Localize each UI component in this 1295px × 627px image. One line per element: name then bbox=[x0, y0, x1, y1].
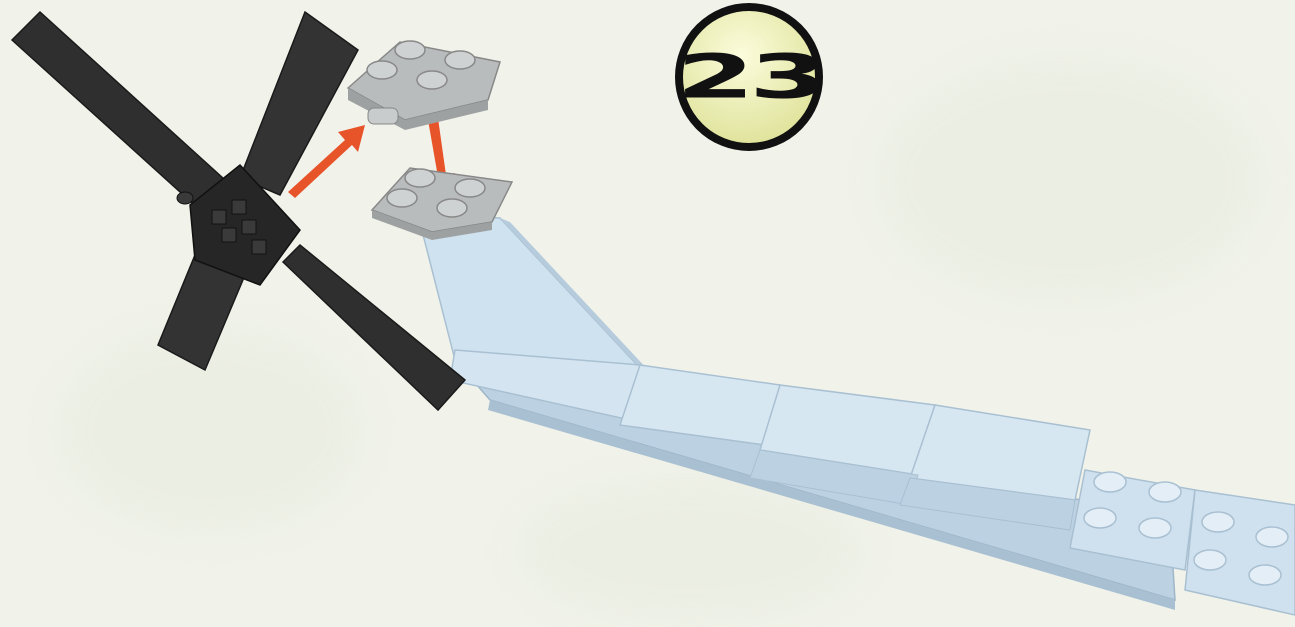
step-number-badge: 23 bbox=[674, 2, 824, 152]
step-number: 23 bbox=[640, 19, 858, 136]
plate bbox=[372, 168, 512, 240]
tail-boom bbox=[418, 215, 1295, 615]
plate bbox=[348, 41, 500, 130]
